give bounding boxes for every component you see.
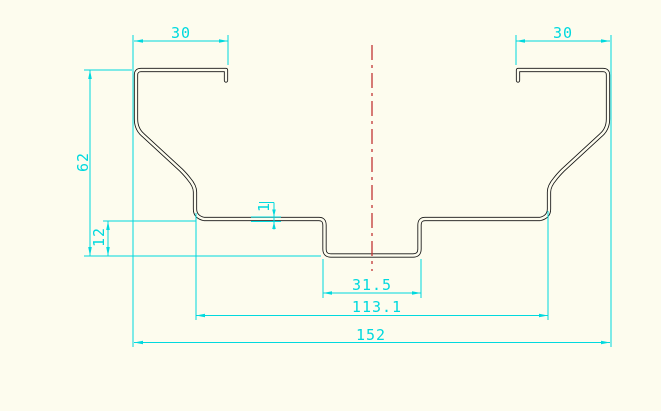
arrowhead-right [601, 340, 610, 345]
dimension-web-width: 31.5 [322, 259, 422, 298]
dimension-value-thickness: 1 [255, 202, 273, 212]
arrowhead-left [134, 39, 143, 43]
dimension-inner-span: 113.1 [195, 211, 549, 320]
arrowhead-right [219, 39, 228, 43]
dimension-value-flange-right: 30 [553, 24, 573, 42]
dimension-value-overall-height: 62 [74, 152, 92, 172]
arrowhead-left [134, 340, 143, 345]
dimension-flange-left: 30 [132, 24, 229, 347]
dimension-value-step-height: 12 [90, 227, 108, 247]
arrowhead-bottom [106, 247, 110, 256]
dimension-overall-height: 62 [74, 69, 321, 257]
arrowhead-right [601, 39, 610, 43]
arrowhead-left [516, 39, 525, 43]
arrowhead-bottom [88, 247, 92, 256]
dimension-value-overall-width: 152 [356, 326, 386, 344]
arrowhead-up [272, 222, 276, 229]
arrowhead-top [88, 70, 92, 79]
arrowhead-left [196, 313, 205, 318]
arrowhead-top [106, 221, 110, 230]
dimension-overall-width: 152 [134, 326, 610, 345]
dimension-value-inner-span: 113.1 [352, 298, 402, 316]
dimension-value-web-width: 31.5 [352, 276, 392, 294]
arrowhead-left [323, 291, 332, 295]
dimension-thickness: 1 [251, 202, 281, 230]
dimension-value-flange-left: 30 [171, 24, 191, 42]
arrowhead-down [272, 209, 276, 217]
arrowhead-right [539, 313, 548, 318]
dimension-flange-right: 30 [515, 24, 612, 347]
arrowhead-right [412, 291, 421, 295]
dimension-step-height: 12 [90, 220, 196, 256]
